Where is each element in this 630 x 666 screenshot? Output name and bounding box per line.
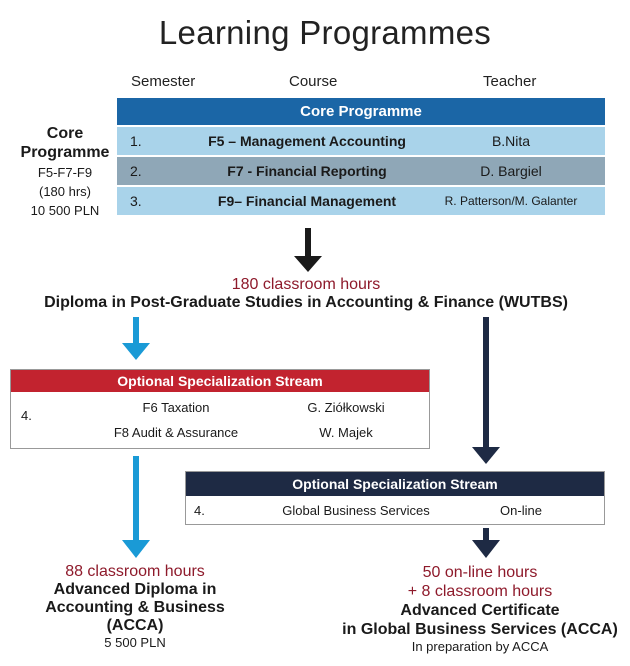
advanced-diploma-line1: Advanced Diploma in [53, 581, 217, 598]
teacher-name: On-line [500, 503, 542, 518]
page-title: Learning Programmes [158, 14, 492, 51]
arrow-down-icon [472, 528, 500, 558]
advanced-certificate-line2: in Global Business Services (ACCA) [342, 621, 618, 638]
core-label-detail3: 10 500 PLN [30, 203, 100, 218]
row-number: 1. [130, 133, 142, 149]
column-header-teacher: Teacher [483, 73, 537, 90]
advanced-diploma-hours: 88 classroom hours [65, 563, 205, 580]
table-row: 1. F5 – Management Accounting B.Nita [117, 125, 605, 155]
core-label-detail2: (180 hrs) [38, 184, 92, 199]
core-label-line2: Programme [20, 144, 110, 161]
optional-stream-2-header: Optional Specialization Stream [186, 472, 604, 496]
advanced-certificate-line1: Advanced Certificate [400, 602, 560, 619]
column-header-course: Course [289, 73, 338, 90]
teacher-name: R. Patterson/M. Galanter [444, 194, 578, 208]
row-number: 2. [130, 163, 142, 179]
teacher-name: B.Nita [491, 133, 531, 149]
row-number: 4. [194, 503, 205, 518]
course-name: F7 - Financial Reporting [227, 163, 387, 179]
core-programme-header: Core Programme [117, 98, 605, 125]
optional-stream-2: Optional Specialization Stream 4. Global… [185, 471, 605, 525]
row-number: 4. [21, 408, 32, 423]
course-name: F5 – Management Accounting [208, 133, 406, 149]
row-number: 3. [130, 193, 142, 209]
advanced-certificate-hours1: 50 on-line hours [422, 564, 538, 581]
course-name: F6 Taxation [142, 400, 210, 415]
advanced-diploma-line2: Accounting & Business [45, 599, 225, 616]
table-row: 2. F7 - Financial Reporting D. Bargiel [117, 155, 605, 185]
arrow-down-icon [472, 317, 500, 464]
diploma-hours: 180 classroom hours [231, 276, 381, 293]
teacher-name: D. Bargiel [480, 163, 542, 179]
arrow-down-icon [122, 317, 150, 360]
core-programme-table: Core Programme 1. F5 – Management Accoun… [117, 98, 605, 215]
course-name: Global Business Services [282, 503, 430, 518]
column-header-semester: Semester [131, 73, 196, 90]
arrow-down-icon [122, 456, 150, 558]
advanced-certificate-hours2: + 8 classroom hours [407, 583, 553, 600]
core-label-detail1: F5-F7-F9 [37, 165, 93, 180]
core-programme-label: Core Programme F5-F7-F9 (180 hrs) 10 500… [0, 124, 130, 219]
advanced-diploma-price: 5 500 PLN [104, 635, 166, 650]
optional-stream-1: Optional Specialization Stream 4. F6 Tax… [10, 369, 430, 449]
table-row: 3. F9– Financial Management R. Patterson… [117, 185, 605, 215]
arrow-down-icon [294, 228, 322, 272]
advanced-diploma-line3: (ACCA) [106, 617, 164, 634]
course-name: F8 Audit & Assurance [113, 425, 239, 440]
core-label-line1: Core [46, 125, 84, 142]
advanced-diploma: 88 classroom hours Advanced Diploma in A… [0, 563, 270, 651]
optional-stream-1-header: Optional Specialization Stream [11, 370, 429, 392]
course-name: F9– Financial Management [217, 193, 397, 209]
advanced-certificate: 50 on-line hours + 8 classroom hours Adv… [330, 563, 630, 655]
teacher-name: W. Majek [319, 425, 373, 440]
advanced-certificate-note: In preparation by ACCA [411, 639, 549, 654]
diploma-name: Diploma in Post-Graduate Studies in Acco… [44, 294, 568, 311]
teacher-name: G. Ziółkowski [307, 400, 385, 415]
